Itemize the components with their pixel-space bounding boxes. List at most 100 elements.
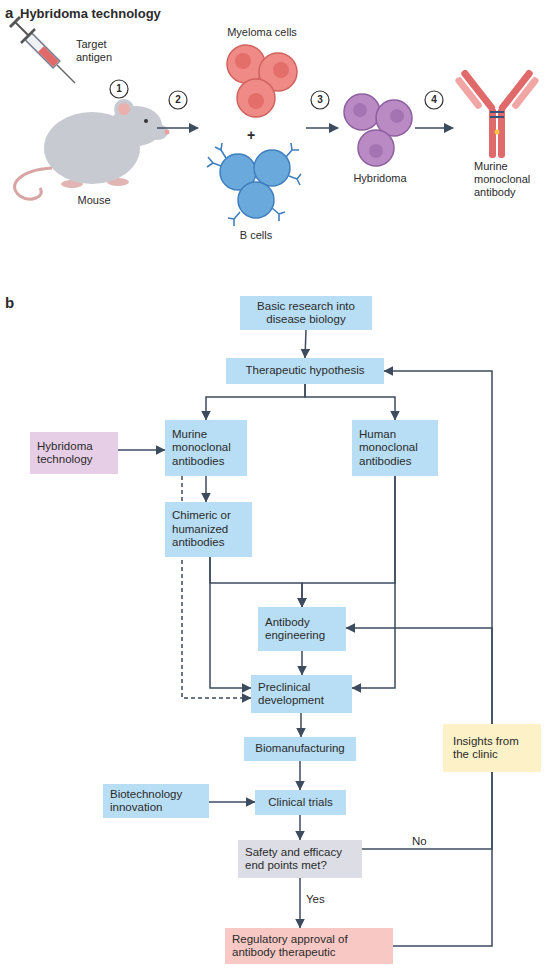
part-label: Murine monoclonal antibody xyxy=(474,160,550,199)
process-box: Basic research into disease biology xyxy=(240,296,372,330)
mouse-nose xyxy=(165,130,170,135)
decision-box: Safety and efficacy end points met? xyxy=(238,840,362,878)
cell-nucleus xyxy=(390,109,404,123)
step-arrow xyxy=(415,127,453,129)
feedback-box: Insights from the clinic xyxy=(443,724,541,772)
b-cells xyxy=(207,143,301,226)
callout-number: 3 xyxy=(311,93,329,107)
part-label: Mouse xyxy=(64,194,124,207)
panel-letter: a xyxy=(5,4,19,21)
callout-number: 1 xyxy=(110,82,128,96)
cell-nucleus xyxy=(248,93,264,109)
mouse-eye xyxy=(144,119,148,123)
mouse-ear xyxy=(114,99,134,119)
node-text: Murine monoclonal antibodies xyxy=(172,428,240,469)
flow-connector xyxy=(206,384,305,420)
flow-connector xyxy=(209,801,255,803)
syringe xyxy=(10,17,75,83)
flow-connector xyxy=(299,815,301,840)
node-text: Preclinical development xyxy=(258,681,345,708)
light-chain xyxy=(454,76,483,110)
flow-connector xyxy=(305,384,395,420)
cell-nucleus xyxy=(353,103,367,117)
step-arrow xyxy=(306,127,338,129)
antibody-arm xyxy=(498,69,541,118)
process-box: Antibody engineering xyxy=(258,607,346,651)
flow-connector xyxy=(301,651,303,675)
flow-connector xyxy=(346,628,492,724)
process-box: Preclinical development xyxy=(251,675,352,713)
figure-title: Hybridoma technology xyxy=(20,6,161,22)
callout-circle xyxy=(311,91,329,109)
panel-letter: b xyxy=(5,294,19,311)
process-box: Human monoclonal antibodies xyxy=(352,420,438,476)
cell-nucleus xyxy=(235,53,251,69)
flow-connector xyxy=(299,761,301,790)
flow-connector xyxy=(210,557,302,607)
b-cell xyxy=(254,150,290,186)
process-box: Biomanufacturing xyxy=(244,737,356,761)
flow-connector xyxy=(352,476,395,688)
syringe-barrel xyxy=(28,36,57,65)
callout-number: 2 xyxy=(169,93,187,107)
flow-connector xyxy=(299,878,301,928)
myeloma-cell xyxy=(237,79,275,117)
syringe-antigen xyxy=(41,49,56,64)
flow-connector xyxy=(205,476,207,502)
syringe-needle xyxy=(57,65,75,83)
node-text: Antibody engineering xyxy=(265,616,339,643)
node-text: Hybridoma technology xyxy=(37,440,111,467)
process-box: Therapeutic hypothesis xyxy=(226,358,384,384)
syringe-barrel-inner xyxy=(29,37,56,64)
syringe-flange xyxy=(21,29,35,43)
mouse-ear-inner xyxy=(118,103,130,115)
cell-nucleus xyxy=(273,62,289,78)
myeloma-cells xyxy=(227,45,297,117)
process-box: Murine monoclonal antibodies xyxy=(165,420,247,476)
part-label: Hybridoma xyxy=(340,172,420,185)
hybridoma-cell xyxy=(344,94,380,130)
source-box: Biotechnology innovation xyxy=(103,784,209,818)
flow-connector xyxy=(302,476,395,607)
node-text: Therapeutic hypothesis xyxy=(233,364,377,378)
antibody-arm xyxy=(453,69,496,118)
hinge-bond xyxy=(490,116,504,118)
node-text: Biomanufacturing xyxy=(251,742,349,756)
node-text: Biotechnology innovation xyxy=(110,788,202,815)
node-text: Safety and efficacy end points met? xyxy=(245,846,355,873)
callout-circle xyxy=(425,91,443,109)
process-box: Clinical trials xyxy=(255,790,346,815)
callout-number: 4 xyxy=(425,93,443,107)
part-label: Myeloma cells xyxy=(212,26,312,39)
light-chain xyxy=(511,76,540,110)
flow-connector xyxy=(393,772,492,946)
flow-connector xyxy=(210,557,251,688)
flow-connector xyxy=(300,713,302,737)
flow-connector xyxy=(362,772,492,849)
edge-label: Yes xyxy=(306,893,325,906)
mouse xyxy=(15,99,170,199)
receptor-symbols xyxy=(207,143,301,226)
mouse-tail xyxy=(15,168,52,199)
node-text: Chimeric or humanized antibodies xyxy=(172,509,245,550)
process-box: Chimeric or humanized antibodies xyxy=(165,502,252,557)
outcome-box: Regulatory approval of antibody therapeu… xyxy=(225,928,393,964)
edge-label: No xyxy=(412,835,427,848)
plus-sign: + xyxy=(244,127,258,143)
node-text: Clinical trials xyxy=(262,796,339,810)
hybridoma-cell xyxy=(358,130,394,166)
callout-circle xyxy=(169,91,187,109)
hybridoma-cells xyxy=(344,94,412,166)
node-text: Regulatory approval of antibody therapeu… xyxy=(232,933,386,960)
node-text: Human monoclonal antibodies xyxy=(359,428,431,469)
node-text: Basic research into disease biology xyxy=(247,300,365,327)
part-label: B cells xyxy=(216,229,296,242)
source-box: Hybridoma technology xyxy=(30,432,118,474)
antibody-symbol xyxy=(453,69,541,158)
step-arrow xyxy=(157,127,198,129)
annotation-label: Target antigen xyxy=(76,38,128,64)
b-cell xyxy=(238,182,274,218)
flow-connector xyxy=(305,330,306,358)
